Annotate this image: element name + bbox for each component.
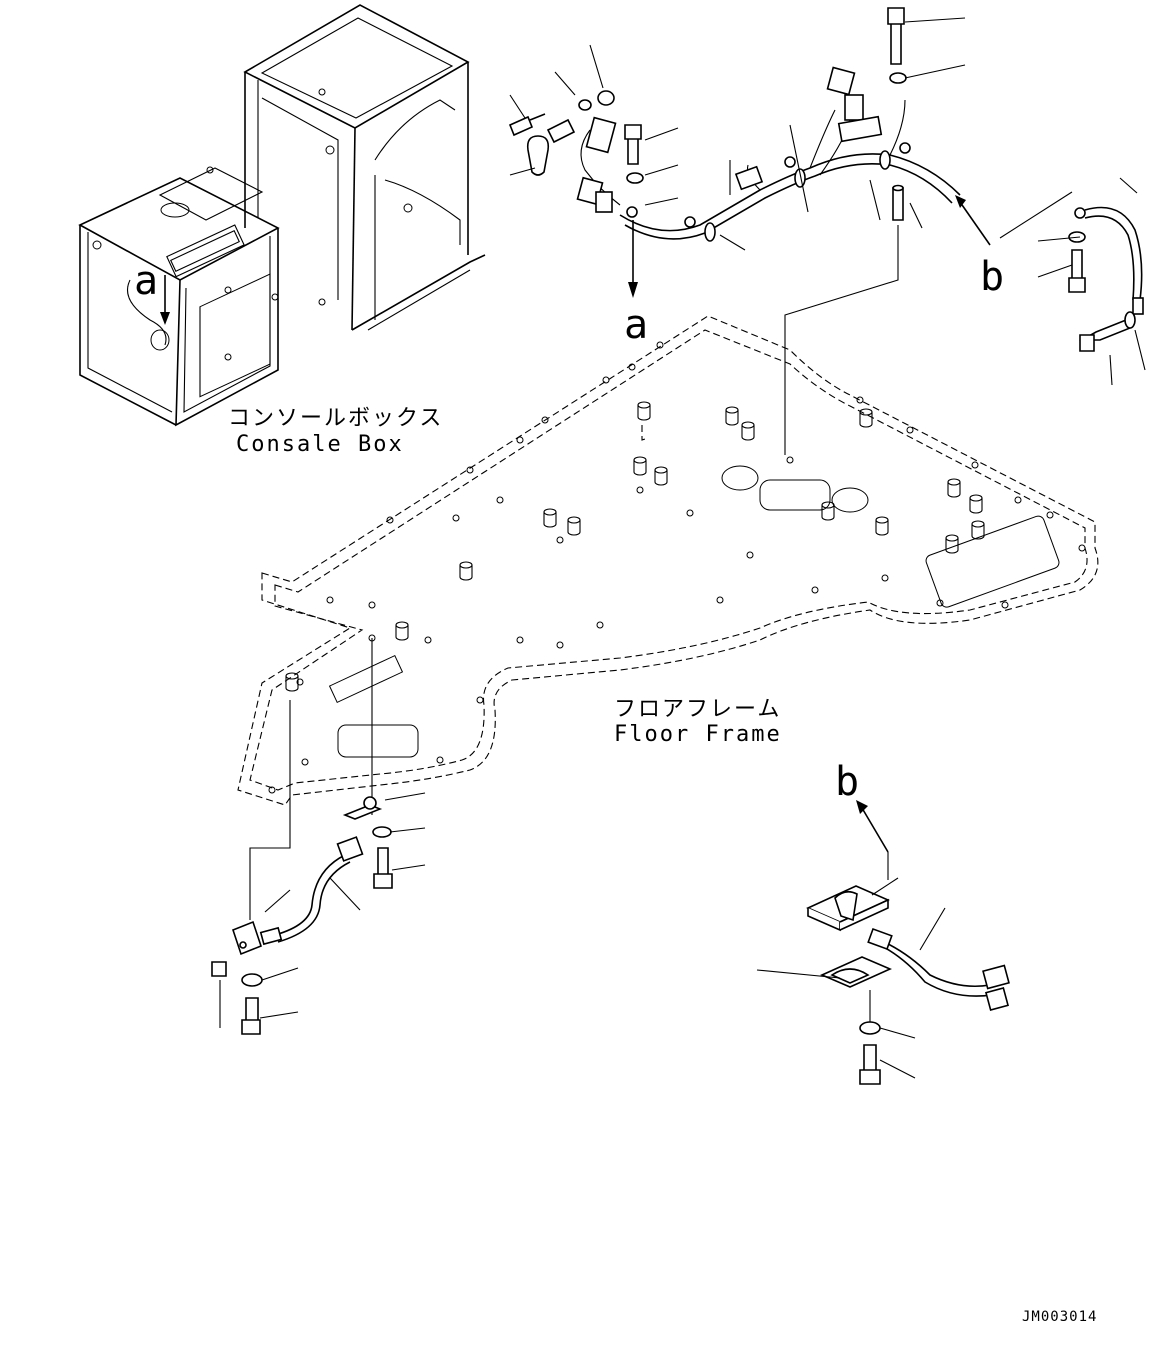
floor-frame-label-en: Floor Frame [614,722,782,747]
drawing-code: JM003014 [1022,1309,1097,1325]
wiring-harness-assembly [508,7,1146,455]
console-box [78,4,486,427]
view-b-detail [756,800,1010,1085]
view-a-label-harness: a [624,302,648,348]
sensor-harness-assembly [211,638,426,1035]
view-b-label-detail: b [835,759,859,805]
console-box-label-en: Consale Box [236,432,404,457]
floor-frame [237,315,1099,806]
view-a-label-console: a [134,258,158,304]
floor-frame-label-jp: フロアフレーム [614,697,781,722]
view-b-label-harness: b [980,254,1004,300]
console-box-label-jp: コンソールボックス [228,406,443,431]
